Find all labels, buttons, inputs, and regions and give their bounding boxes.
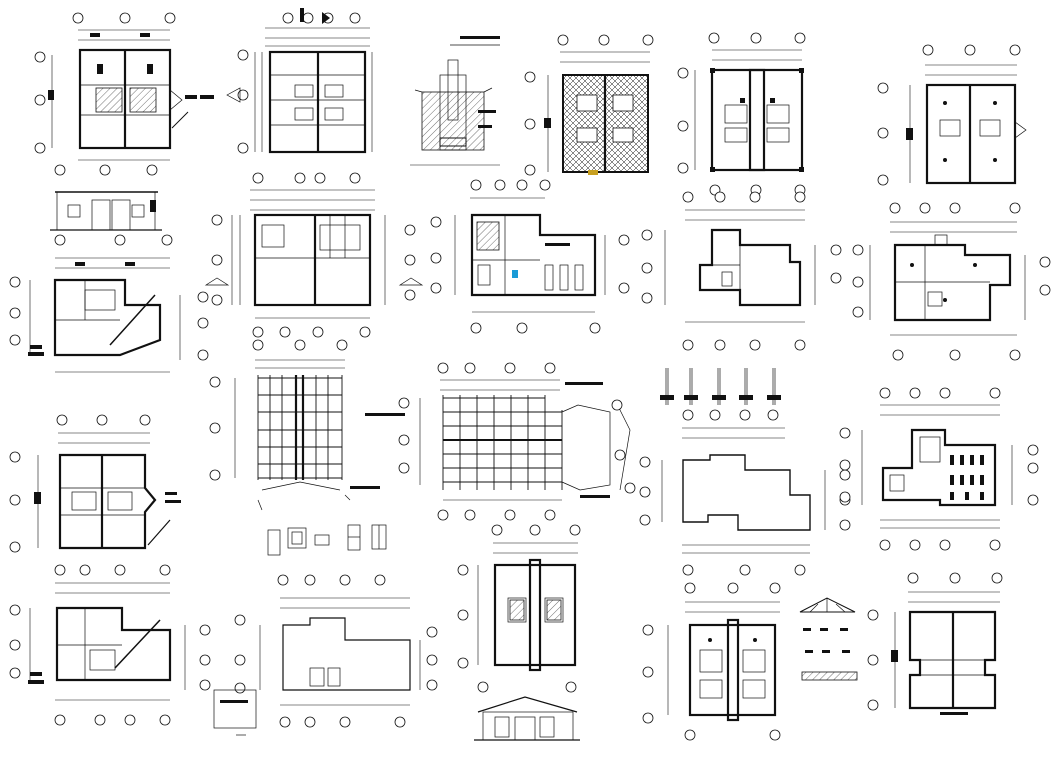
column-schedule <box>660 368 781 405</box>
floor-plan-19 <box>9 414 181 553</box>
floor-plan-24 <box>642 582 781 741</box>
toilet-block-plan <box>839 387 1039 551</box>
floor-plan-21 <box>213 574 438 736</box>
floor-plan-6 <box>877 44 1027 186</box>
floor-plan-26 <box>867 572 1003 715</box>
floor-plan-1 <box>34 12 214 161</box>
furnished-floor-plan <box>430 179 630 334</box>
floor-plan-11 <box>641 191 842 351</box>
twin-unit-plan <box>457 524 581 672</box>
window-door-details <box>267 524 387 556</box>
column-layout-plan <box>677 32 806 196</box>
tile-floor-plan <box>524 34 654 176</box>
floor-plan-2 <box>226 8 373 154</box>
front-elevation-1 <box>50 164 162 231</box>
footing-section-detail <box>410 36 500 166</box>
floor-plan-20 <box>9 564 211 726</box>
floor-plan-8 <box>9 234 209 373</box>
floor-plan-12 <box>852 202 1051 361</box>
front-elevation-2 <box>474 681 580 741</box>
floor-framing-grid <box>398 362 636 521</box>
floor-plan-9 <box>204 172 424 338</box>
roof-truss-details <box>799 597 858 681</box>
roof-framing-grid <box>209 339 405 511</box>
floor-plan-17 <box>639 409 851 576</box>
